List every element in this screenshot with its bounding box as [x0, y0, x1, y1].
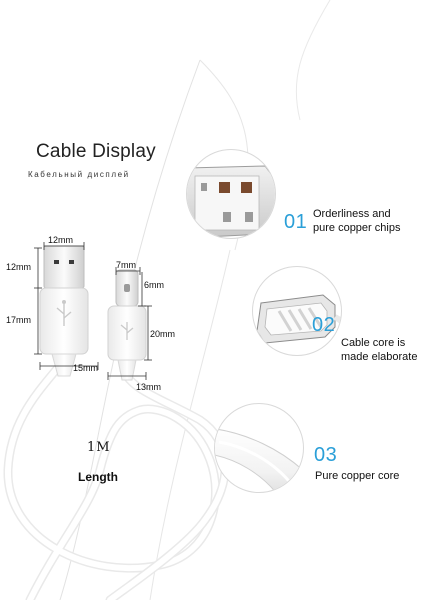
- dim-usb-a-width: 12mm: [48, 235, 74, 245]
- feature-1-line-1: Orderliness and: [313, 208, 391, 220]
- feature-number-3: 03: [314, 444, 338, 466]
- type-c-connector: [107, 269, 147, 381]
- feature-2-line-1: Cable core is: [341, 337, 406, 349]
- feature-number-2: 02: [312, 314, 336, 336]
- feature-3-line-1: Pure copper core: [315, 470, 400, 482]
- detail-circle-cable-core: [252, 266, 342, 356]
- dim-type-c-body-height: 20mm: [150, 329, 176, 339]
- feature-number-1: 01: [284, 211, 308, 233]
- cable-length-label: Length: [78, 470, 118, 484]
- detail-circle-usb-chips: [186, 149, 276, 239]
- page-title: Cable Display: [36, 141, 156, 162]
- feature-1-line-2: pure copper chips: [313, 222, 401, 234]
- dim-usb-a-body-width: 15mm: [73, 363, 99, 373]
- dim-type-c-body-width: 13mm: [136, 382, 162, 392]
- detail-circle-copper-core: [214, 403, 304, 493]
- feature-2-line-2: made elaborate: [341, 351, 418, 363]
- dim-usb-a-body-height: 17mm: [6, 315, 32, 325]
- page-subtitle: Кабельный дисплей: [28, 170, 130, 179]
- cable-length: 1M: [87, 440, 111, 455]
- dim-usb-a-head-height: 12mm: [6, 262, 32, 272]
- dim-type-c-width: 7mm: [116, 260, 136, 270]
- dim-type-c-head-height: 6mm: [144, 280, 164, 290]
